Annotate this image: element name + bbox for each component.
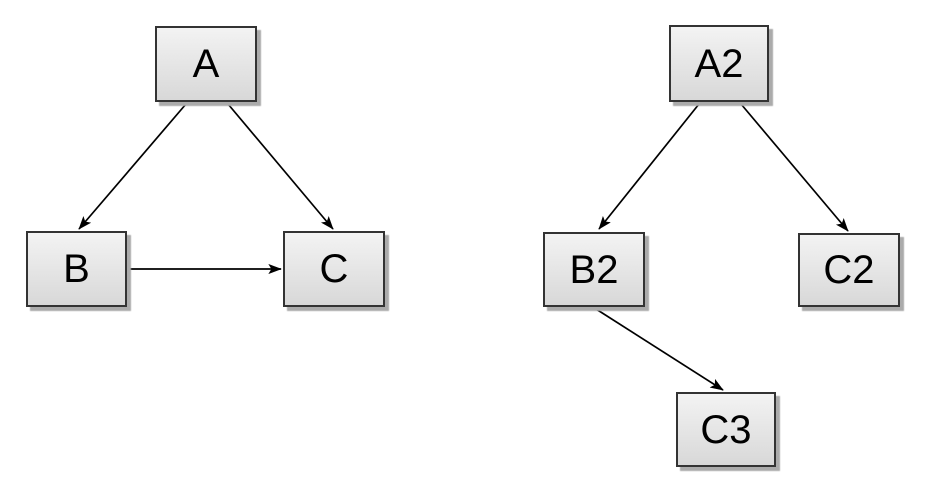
edge-B2-C3 bbox=[595, 308, 723, 391]
node-C-label: C bbox=[319, 247, 349, 291]
edge-A2-C2 bbox=[740, 103, 849, 231]
node-B2[interactable]: B2 bbox=[543, 232, 645, 307]
node-A[interactable]: A bbox=[155, 26, 257, 102]
node-C[interactable]: C bbox=[283, 231, 385, 307]
node-C3-label: C3 bbox=[700, 407, 752, 452]
node-C2[interactable]: C2 bbox=[798, 233, 900, 307]
edge-A-C bbox=[227, 103, 334, 229]
node-A-label: A bbox=[192, 42, 220, 86]
node-C2-label: C2 bbox=[823, 248, 875, 292]
node-A2[interactable]: A2 bbox=[669, 25, 769, 102]
node-B[interactable]: B bbox=[26, 231, 127, 307]
edge-A2-B2 bbox=[598, 103, 700, 229]
node-C3[interactable]: C3 bbox=[676, 392, 776, 467]
edge-A-B bbox=[78, 103, 187, 229]
node-A2-label: A2 bbox=[694, 41, 744, 86]
node-B2-label: B2 bbox=[569, 247, 619, 292]
node-B-label: B bbox=[63, 247, 90, 291]
